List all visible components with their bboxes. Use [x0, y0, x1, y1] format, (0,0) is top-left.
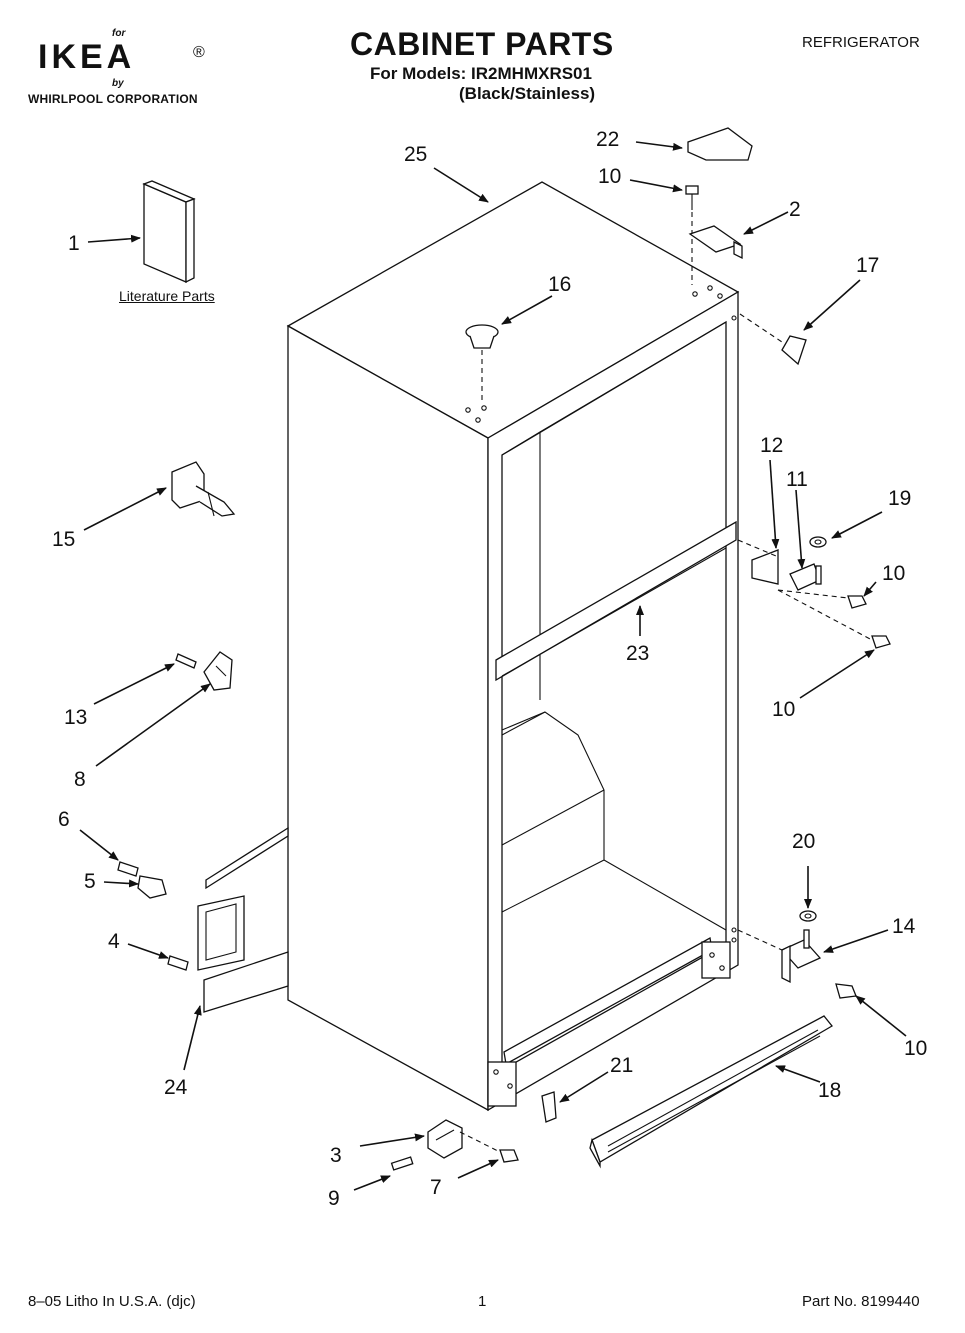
clamp [137, 875, 167, 899]
brand-for-text: for [112, 28, 126, 39]
center-hinge-assembly [737, 536, 891, 649]
variant-line: (Black/Stainless) [459, 84, 596, 103]
callout-5: 5 [84, 870, 96, 893]
brand-by-text: by [112, 78, 124, 89]
callout-3: 3 [330, 1144, 342, 1167]
callout-2: 2 [789, 198, 801, 221]
callout-25: 25 [404, 143, 427, 166]
callout-13: 13 [64, 706, 87, 729]
callout-19: 19 [888, 487, 911, 510]
callout-4: 4 [108, 930, 120, 953]
callout-10-center: 10 [882, 562, 905, 585]
callout-22: 22 [596, 128, 619, 151]
callout-8: 8 [74, 768, 86, 791]
callout-7: 7 [430, 1176, 442, 1199]
lower-left-screw [117, 861, 139, 877]
divider-mullion [495, 520, 737, 682]
top-hinge-screw [685, 185, 699, 285]
bottom-hinge-screw [835, 983, 857, 999]
callout-20: 20 [792, 830, 815, 853]
toe-grille [589, 1015, 833, 1169]
callout-6: 6 [58, 808, 70, 831]
brand-corporation: WHIRLPOOL CORPORATION [28, 92, 198, 106]
callout-18: 18 [818, 1079, 841, 1102]
callout-21: 21 [610, 1054, 633, 1077]
door-stop-screw [175, 653, 197, 669]
literature-parts-label: Literature Parts [119, 288, 215, 304]
footer-litho: 8–05 Litho In U.S.A. (djc) [28, 1293, 196, 1310]
ikea-logo: IKEA [38, 38, 136, 76]
callout-15: 15 [52, 528, 75, 551]
callout-10-center-lower: 10 [772, 698, 795, 721]
callout-numbers: 1 2 3 4 5 6 7 8 9 10 10 10 10 11 12 13 1… [52, 128, 927, 1210]
footer-part-number: Part No. 8199440 [802, 1293, 920, 1310]
bottom-hinge [737, 929, 822, 984]
leader-lines [79, 141, 907, 1191]
grille-clip [541, 1091, 557, 1123]
door-stop-pin [171, 461, 236, 517]
refrigerator-cabinet [286, 181, 740, 1112]
callout-1: 1 [68, 232, 80, 255]
hinge-shim [739, 313, 807, 366]
callout-12: 12 [760, 434, 783, 457]
top-hinge [688, 225, 743, 260]
literature-booklet [142, 180, 196, 284]
footer-page-number: 1 [478, 1293, 487, 1310]
door-stop-bracket [203, 651, 233, 691]
callout-23: 23 [626, 642, 649, 665]
callout-9: 9 [328, 1187, 340, 1210]
bottom-hinge-plate [197, 826, 289, 1013]
callout-17: 17 [856, 254, 879, 277]
lower-bracket-screw [167, 955, 189, 971]
page-title: CABINET PARTS [350, 26, 614, 62]
models-line: For Models: IR2MHMXRS01 [370, 64, 592, 83]
leveling-pin [390, 1156, 414, 1171]
leveling-screw [459, 1131, 519, 1163]
callout-11: 11 [786, 468, 808, 491]
callout-10-bottom: 10 [904, 1037, 927, 1060]
bottom-hinge-washer [799, 910, 817, 922]
callout-24: 24 [164, 1076, 188, 1099]
callout-14: 14 [892, 915, 916, 938]
leveling-leg [427, 1119, 463, 1159]
hinge-cover [687, 127, 753, 161]
registered-mark: ® [193, 44, 205, 61]
category-label: REFRIGERATOR [802, 34, 920, 51]
callout-10-top: 10 [598, 165, 621, 188]
top-plug [465, 324, 499, 402]
callout-16: 16 [548, 273, 571, 296]
